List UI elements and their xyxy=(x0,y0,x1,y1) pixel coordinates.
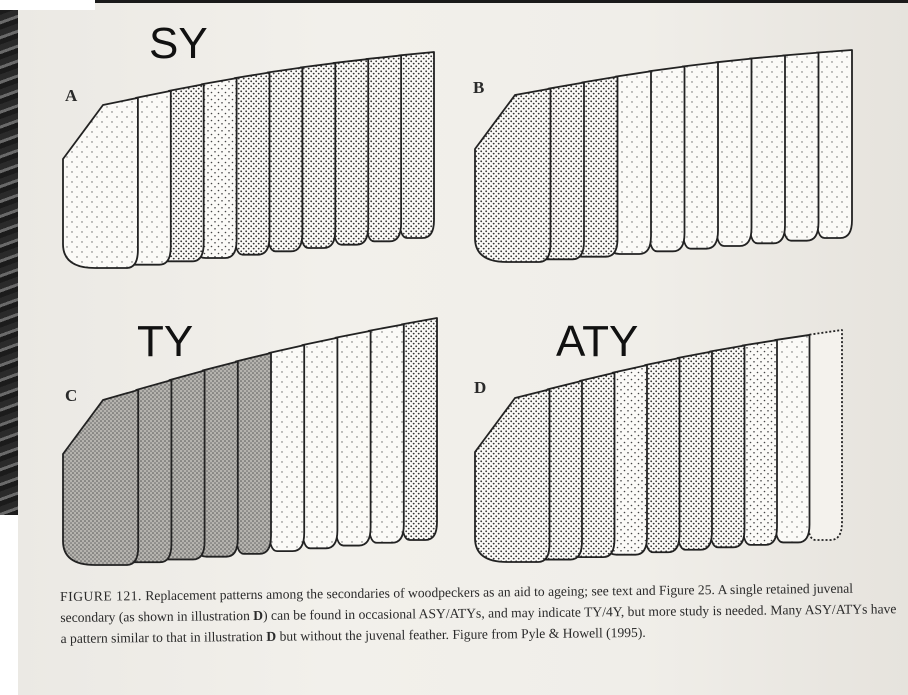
secondary-feather xyxy=(63,390,138,565)
secondary-feather xyxy=(710,346,745,548)
secondary-feather xyxy=(402,318,437,540)
secondary-feather xyxy=(333,59,368,245)
secondary-feather xyxy=(475,89,551,262)
secondary-feather xyxy=(683,62,719,248)
secondary-feather xyxy=(743,340,778,545)
secondary-feather xyxy=(783,53,819,241)
secondary-feather xyxy=(236,353,271,554)
secondary-feather xyxy=(268,67,303,251)
age-label-aty: ATY xyxy=(556,320,638,364)
secondary-feather xyxy=(399,52,434,238)
secondary-feather xyxy=(269,345,304,551)
secondary-feather xyxy=(235,73,270,255)
panel-letter-a: A xyxy=(65,86,77,106)
secondary-feather xyxy=(808,330,843,540)
secondary-feather xyxy=(475,389,550,562)
panel-letter-b: B xyxy=(473,78,484,98)
secondary-feather xyxy=(335,331,370,546)
secondary-feather xyxy=(369,324,404,542)
secondary-feather xyxy=(678,351,713,549)
secondary-feather xyxy=(817,50,853,238)
secondary-feather xyxy=(645,358,680,552)
caption-figure-number: FIGURE 121. xyxy=(60,588,142,604)
secondary-feather xyxy=(302,338,337,549)
caption-bold-d-2: D xyxy=(266,629,276,644)
panel-letter-c: C xyxy=(65,386,77,406)
wing-panel-c xyxy=(63,318,437,565)
secondary-feather xyxy=(366,55,401,241)
age-label-sy: SY xyxy=(149,22,208,66)
wing-panel-d xyxy=(475,330,842,562)
secondary-feather xyxy=(750,55,786,243)
wing-panel-b xyxy=(475,50,852,262)
secondary-feather xyxy=(775,335,810,542)
secondary-feather xyxy=(63,98,138,268)
panel-letter-d: D xyxy=(474,378,486,398)
caption-bold-d-1: D xyxy=(253,608,263,623)
secondary-feather xyxy=(649,67,685,252)
secondary-feather xyxy=(716,59,752,246)
caption-text-3: but without the juvenal feather. Figure … xyxy=(276,625,646,644)
wing-panel-a xyxy=(63,52,434,268)
figure-caption: FIGURE 121. Replacement patterns among t… xyxy=(60,577,901,649)
age-label-ty: TY xyxy=(137,320,193,364)
secondary-feather xyxy=(300,63,335,248)
